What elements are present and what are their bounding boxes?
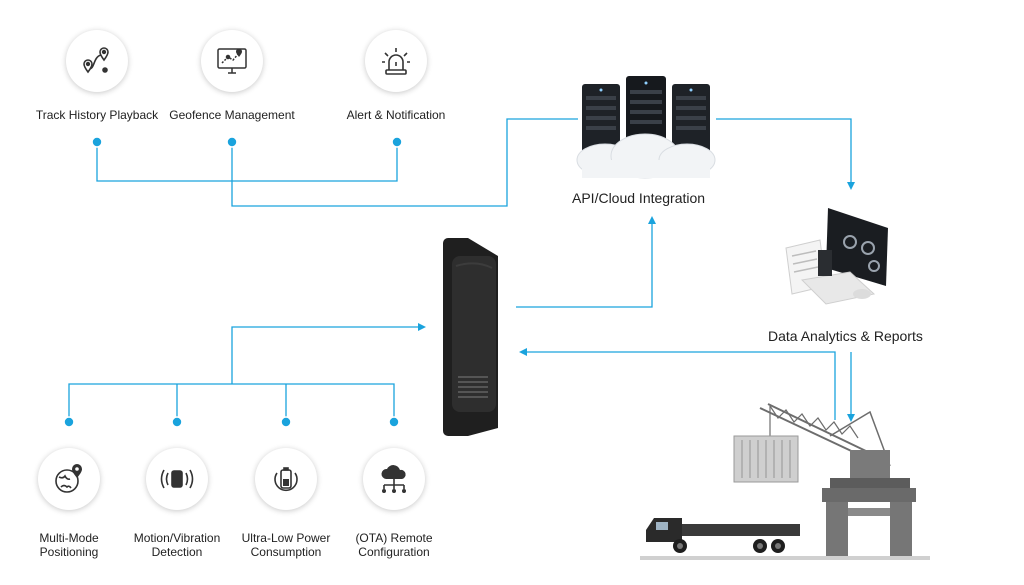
- feature-label: Multi-Mode Positioning: [9, 531, 129, 559]
- feature-positioning: [38, 448, 100, 510]
- globe-pin-icon: [38, 448, 100, 510]
- feature-label-line2: Consumption: [250, 545, 322, 559]
- analytics-illustration: [778, 206, 890, 316]
- ground-line: [640, 556, 930, 560]
- feature-label-line2: Configuration: [358, 545, 430, 559]
- feature-label-line1: Multi-Mode: [39, 531, 99, 545]
- feature-label: Alert & Notification: [346, 108, 446, 122]
- feature-label: Motion/Vibration Detection: [117, 531, 237, 559]
- route-pin-icon: [66, 30, 128, 92]
- feature-label: Track History Playback: [35, 108, 159, 122]
- cloud-label: API/Cloud Integration: [572, 190, 706, 206]
- connector-dot: [391, 136, 403, 148]
- cloud-icon: [576, 133, 716, 179]
- container-icon: [733, 435, 799, 483]
- feature-label-line1: Ultra-Low Power: [241, 531, 331, 545]
- analytics-label: Data Analytics & Reports: [768, 328, 923, 344]
- feature-label-line2: Positioning: [39, 545, 99, 559]
- feature-geofence: Geofence Management: [152, 30, 312, 122]
- feature-label: Geofence Management: [169, 108, 295, 122]
- truck-icon: [646, 518, 800, 553]
- feature-label-line1: Motion/Vibration: [133, 531, 221, 545]
- port-logistics-illustration: [640, 396, 930, 562]
- device-to-cloud-arrow: [516, 216, 656, 308]
- feature-label: Ultra-Low Power Consumption: [226, 531, 346, 559]
- port-to-device-arrow: [519, 348, 836, 420]
- geofence-to-cloud-line: [231, 118, 578, 207]
- crane-tower-icon: [822, 450, 916, 558]
- feature-power: [255, 448, 317, 510]
- connector-dot: [280, 416, 292, 428]
- connector-dot: [91, 136, 103, 148]
- feature-label-line2: Detection: [151, 545, 203, 559]
- dashboard-screen-icon: [826, 208, 888, 286]
- bottom-feature-bus-line: [68, 383, 395, 422]
- geofence-monitor-icon: [201, 30, 263, 92]
- connector-dot: [226, 136, 238, 148]
- feature-ota: [363, 448, 425, 510]
- cloud-server-illustration: [570, 72, 720, 182]
- feature-motion: [146, 448, 208, 510]
- connector-dot: [171, 416, 183, 428]
- connector-dot: [388, 416, 400, 428]
- cloud-to-analytics-arrow: [716, 118, 855, 190]
- top-feature-bus-line: [96, 142, 398, 182]
- report-paper-icon: [785, 239, 876, 305]
- cloud-network-icon: [363, 448, 425, 510]
- feature-label-line1: (OTA) Remote: [355, 531, 433, 545]
- crane-icon: [759, 403, 891, 467]
- feature-alert: Alert & Notification: [316, 30, 476, 122]
- bottom-feature-drops: [176, 384, 287, 422]
- tracker-device: [440, 236, 506, 438]
- alarm-light-icon: [365, 30, 427, 92]
- vibration-icon: [146, 448, 208, 510]
- features-to-device-arrow: [231, 323, 426, 384]
- connector-dot: [63, 416, 75, 428]
- battery-icon: [255, 448, 317, 510]
- feature-label: (OTA) Remote Configuration: [334, 531, 454, 559]
- feature-track-history: Track History Playback: [17, 30, 177, 122]
